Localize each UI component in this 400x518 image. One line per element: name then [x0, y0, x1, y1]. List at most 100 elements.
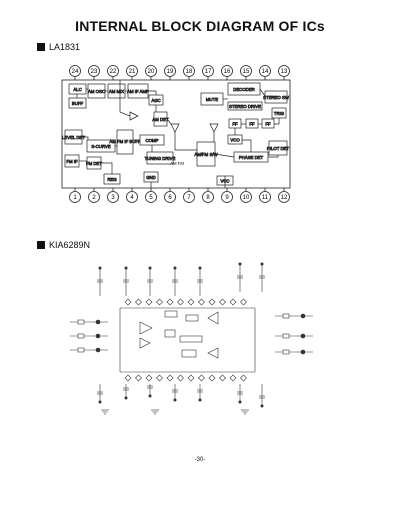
block-stereo-sw: STEREO SW	[263, 90, 290, 104]
svg-text:AM DET: AM DET	[152, 117, 169, 122]
pin-bottom-11: 11	[259, 191, 271, 203]
pin-bottom-10: 10	[240, 191, 252, 203]
svg-text:LEVEL DET: LEVEL DET	[62, 135, 85, 140]
svg-text:6: 6	[168, 195, 172, 201]
page-number: -30-	[194, 457, 206, 463]
bullet-square-icon	[37, 241, 45, 249]
svg-text:7: 7	[187, 195, 191, 201]
block-am-det: AM DET	[152, 111, 169, 127]
svg-text:19: 19	[167, 69, 174, 75]
svg-text:12: 12	[281, 195, 288, 201]
svg-text:BUFF: BUFF	[72, 101, 84, 106]
block-stereo-drive: STEREO DRIVE	[227, 101, 263, 111]
block-decoder: DECODER	[227, 82, 261, 96]
pin-bottom-5: 5	[145, 191, 157, 203]
svg-text:AM MIX: AM MIX	[109, 89, 124, 94]
svg-text:ALC: ALC	[73, 87, 81, 92]
svg-text:TRIG: TRIG	[274, 111, 285, 116]
pin-top-22: 22	[107, 65, 119, 77]
svg-text:COMP: COMP	[146, 138, 159, 143]
block-am-osc: AM OSC	[87, 83, 106, 99]
block-tuning-drive: TUNING DRIVE	[144, 151, 176, 165]
svg-text:FM DET: FM DET	[86, 161, 102, 166]
pin-bottom-3: 3	[107, 191, 119, 203]
pin-bottom-12: 12	[278, 191, 290, 203]
pin-bottom-2: 2	[88, 191, 100, 203]
svg-text:17: 17	[205, 69, 212, 75]
block-fm-if: FM IF	[64, 154, 80, 168]
svg-text:4: 4	[130, 195, 134, 201]
block-phase-det: PHASE DET	[233, 151, 269, 163]
block-pilot-det: PILOT DET	[267, 140, 290, 156]
svg-text:AM IF AMP: AM IF AMP	[127, 89, 149, 94]
block-ff-2: FF	[245, 118, 259, 129]
svg-text:21: 21	[129, 69, 136, 75]
block-vco: VCO	[227, 134, 243, 145]
section-heading-la1831: LA1831	[37, 42, 80, 52]
pin-top-18: 18	[183, 65, 195, 77]
svg-text:11: 11	[262, 195, 269, 201]
pin-top-16: 16	[221, 65, 233, 77]
svg-text:5: 5	[149, 195, 153, 201]
block-am-fm-if-buff: AM FM IF BUFF	[109, 129, 141, 155]
pin-top-20: 20	[145, 65, 157, 77]
bullet-square-icon	[37, 43, 45, 51]
pin-top-14: 14	[259, 65, 271, 77]
pin-bottom-1: 1	[69, 191, 81, 203]
pin-bottom-9: 9	[221, 191, 233, 203]
svg-text:AGC: AGC	[151, 98, 160, 103]
svg-text:8: 8	[206, 195, 210, 201]
svg-text:GND: GND	[146, 175, 156, 180]
svg-text:PILOT DET: PILOT DET	[267, 146, 290, 151]
pin-bottom-6: 6	[164, 191, 176, 203]
svg-text:AM/FM S/W: AM/FM S/W	[194, 152, 218, 157]
section-label: LA1831	[49, 42, 81, 52]
svg-text:TUNING DRIVE: TUNING DRIVE	[145, 156, 176, 161]
block-fm-det: FM DET	[86, 156, 103, 170]
pin-bottom-7: 7	[183, 191, 195, 203]
pin-top-24: 24	[69, 65, 81, 77]
svg-text:FM IF: FM IF	[66, 159, 78, 164]
block-am-mix: AM MIX	[107, 83, 126, 99]
svg-text:VCO: VCO	[230, 138, 240, 143]
svg-text:3: 3	[111, 195, 115, 201]
block-reg: REG	[103, 173, 121, 185]
svg-text:DECODER: DECODER	[233, 87, 255, 92]
svg-text:20: 20	[148, 69, 155, 75]
svg-text:MUTE: MUTE	[206, 97, 218, 102]
pin-top-17: 17	[202, 65, 214, 77]
section-label: KIA6289N	[49, 240, 91, 250]
pin-bottom-4: 4	[126, 191, 138, 203]
block-alc: ALC	[68, 83, 87, 95]
amp-triangle-icon	[170, 123, 180, 133]
block-ff-1: FF	[228, 118, 242, 129]
block-mute: MUTE	[200, 92, 224, 106]
amp-triangle-icon	[209, 123, 219, 133]
svg-text:14: 14	[262, 69, 269, 75]
svg-text:10: 10	[243, 195, 250, 201]
block-comp: COMP	[139, 134, 165, 146]
svg-text:AM OSC: AM OSC	[88, 89, 105, 94]
kia6289n-schematic	[70, 262, 313, 415]
pin-top-23: 23	[88, 65, 100, 77]
ic-outline	[61, 79, 291, 189]
svg-text:PHASE DET: PHASE DET	[239, 155, 264, 160]
svg-text:18: 18	[186, 69, 193, 75]
label-am-fm: AM FM	[170, 161, 184, 166]
pin-top-15: 15	[240, 65, 252, 77]
pin-top-19: 19	[164, 65, 176, 77]
amp-triangle-icon	[129, 111, 139, 121]
block-agc: AGC	[148, 94, 164, 106]
svg-text:9: 9	[225, 195, 229, 201]
svg-text:16: 16	[224, 69, 231, 75]
pin-top-13: 13	[278, 65, 290, 77]
pin-bottom-8: 8	[202, 191, 214, 203]
block-buff: BUFF	[68, 97, 87, 109]
svg-text:2: 2	[92, 195, 96, 201]
page-title: INTERNAL BLOCK DIAGRAM OF ICs	[75, 18, 325, 34]
svg-text:23: 23	[91, 69, 98, 75]
block-ff-3: FF	[261, 118, 275, 129]
svg-text:STEREO SW: STEREO SW	[263, 95, 290, 100]
svg-text:REG: REG	[107, 177, 117, 182]
